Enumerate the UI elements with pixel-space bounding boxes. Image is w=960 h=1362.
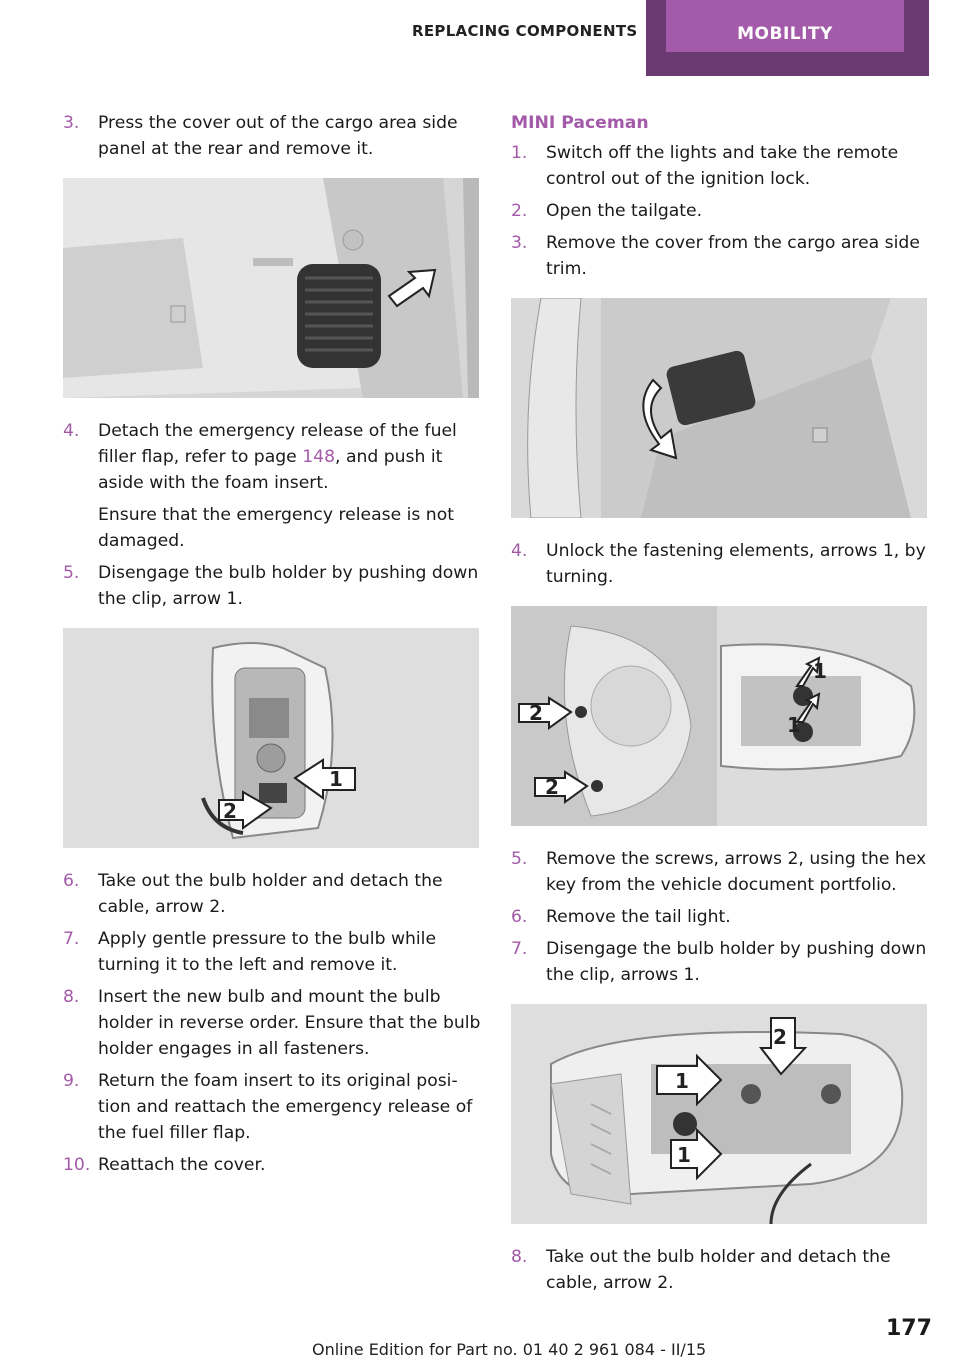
step-number: 6. xyxy=(511,907,528,927)
step-number: 5. xyxy=(63,563,80,583)
step-text: Switch off the lights and take the remot… xyxy=(546,143,899,189)
step-text: Disengage the bulb holder by pushing dow… xyxy=(98,563,479,609)
step-text: Insert the new bulb and mount the bulb h… xyxy=(98,987,481,1059)
cargo-panel-cover-illustration xyxy=(63,178,479,398)
chapter-tab-label: MOBILITY xyxy=(666,0,904,52)
step-item: 6. Take out the bulb holder and detach t… xyxy=(63,868,481,920)
step-note: Ensure that the emergency release is not… xyxy=(98,505,454,551)
step-number: 8. xyxy=(63,987,80,1007)
step-item: 4. Detach the emergency release of the f… xyxy=(63,418,481,496)
step-number: 1. xyxy=(511,143,528,163)
step-item: 1. Switch off the lights and take the re… xyxy=(511,140,929,192)
tail-light-bulb-holder-illustration: 1 2 1 xyxy=(511,1004,927,1224)
step-number: 7. xyxy=(63,929,80,949)
step-text: Remove the tail light. xyxy=(546,907,731,927)
step-text: Disengage the bulb holder by pushing dow… xyxy=(546,939,927,985)
step-item: 7. Disengage the bulb holder by pushing … xyxy=(511,936,929,988)
callout-label: 1 xyxy=(329,767,343,791)
callout-label: 2 xyxy=(223,799,237,823)
step-text: Remove the screws, arrows 2, using the h… xyxy=(546,849,927,895)
step-number: 8. xyxy=(511,1247,528,1267)
right-column: MINI Paceman 1. Switch off the lights an… xyxy=(511,110,929,1302)
step-text: Remove the cover from the cargo area sid… xyxy=(546,233,920,279)
step-number: 7. xyxy=(511,939,528,959)
page-number: 177 xyxy=(886,1316,932,1341)
step-item: 6. Remove the tail light. xyxy=(511,904,929,930)
step-item: 4. Unlock the fastening elements, arrows… xyxy=(511,538,929,590)
step-item: 8. Insert the new bulb and mount the bul… xyxy=(63,984,481,1062)
step-number: 4. xyxy=(63,421,80,441)
side-trim-cover-illustration xyxy=(511,298,927,518)
step-text: Apply gentle pressure to the bulb while … xyxy=(98,929,437,975)
bulb-holder-clip-illustration: 1 2 xyxy=(63,628,479,848)
step-item: 5. Remove the screws, arrows 2, using th… xyxy=(511,846,929,898)
step-text: Take out the bulb holder and detach the … xyxy=(546,1247,891,1293)
step-item: 3. Press the cover out of the cargo area… xyxy=(63,110,481,162)
step-item: 5. Disengage the bulb holder by pushing … xyxy=(63,560,481,612)
step-number: 2. xyxy=(511,201,528,221)
step-number: 9. xyxy=(63,1071,80,1091)
callout-label: 1 xyxy=(813,659,827,683)
step-item: 10. Reattach the cover. xyxy=(63,1152,481,1178)
step-number: 5. xyxy=(511,849,528,869)
callout-label: 1 xyxy=(677,1143,691,1167)
step-number: 3. xyxy=(63,113,80,133)
left-column: 3. Press the cover out of the cargo area… xyxy=(63,110,481,1184)
step-number: 6. xyxy=(63,871,80,891)
step-item: 8. Take out the bulb holder and detach t… xyxy=(511,1244,929,1296)
step-item: 2. Open the tailgate. xyxy=(511,198,929,224)
callout-label: 1 xyxy=(787,713,801,737)
callout-label: 2 xyxy=(545,775,559,799)
step-number: 10. xyxy=(63,1155,91,1175)
step-text: Unlock the fastening elements, arrows 1,… xyxy=(546,541,926,587)
page-reference-link[interactable]: 148 xyxy=(302,447,336,467)
callout-label: 2 xyxy=(529,701,543,725)
callout-label: 1 xyxy=(675,1069,689,1093)
step-text: Return the foam insert to its original p… xyxy=(98,1071,473,1143)
step-text-part: , and push it aside with the foam insert… xyxy=(98,447,443,493)
chapter-tab: MOBILITY xyxy=(646,0,929,76)
step-text: Detach the emergency release of the fuel… xyxy=(98,418,481,496)
edition-footer: Online Edition for Part no. 01 40 2 961 … xyxy=(312,1340,707,1359)
step-number: 4. xyxy=(511,541,528,561)
fastening-elements-illustration: 2 2 1 1 xyxy=(511,606,927,826)
step-number: 3. xyxy=(511,233,528,253)
step-text: Open the tailgate. xyxy=(546,201,703,221)
section-title: REPLACING COMPONENTS xyxy=(412,22,638,40)
step-item: 3. Remove the cover from the cargo area … xyxy=(511,230,929,282)
step-item: 7. Apply gentle pressure to the bulb whi… xyxy=(63,926,481,978)
step-text: Take out the bulb holder and detach the … xyxy=(98,871,443,917)
step-item: 9. Return the foam insert to its origina… xyxy=(63,1068,481,1146)
section-subheading: MINI Paceman xyxy=(511,113,649,133)
step-text: Press the cover out of the cargo area si… xyxy=(98,113,458,159)
step-text-part: Detach the emergency release of the fuel… xyxy=(98,421,457,467)
callout-label: 2 xyxy=(773,1025,787,1049)
step-text: Reattach the cover. xyxy=(98,1155,266,1175)
